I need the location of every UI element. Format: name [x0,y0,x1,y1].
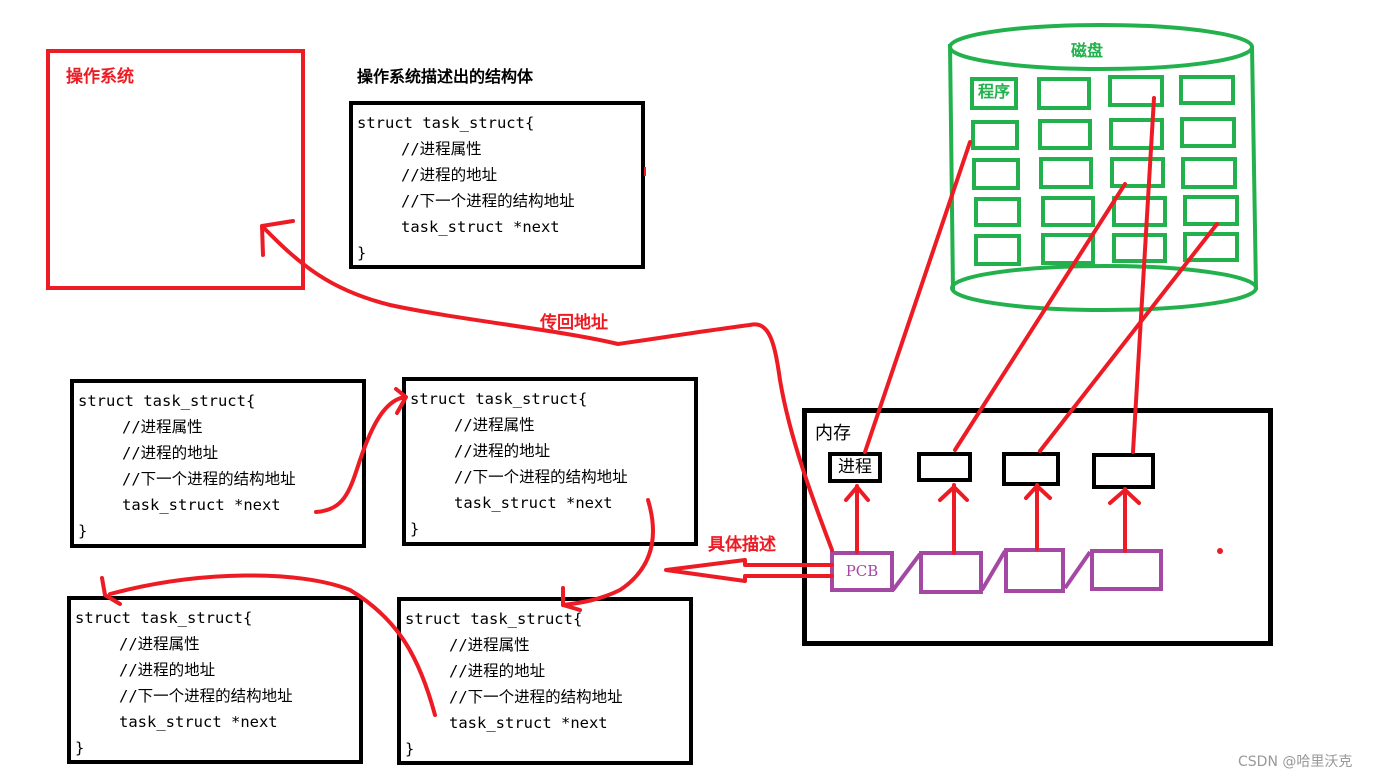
struct-line: struct task_struct{ [405,610,583,628]
struct-line: //进程属性 [122,418,203,436]
struct-line: struct task_struct{ [410,390,588,408]
pcb-link-2-3 [980,549,1007,592]
struct-line: //进程的地址 [401,166,498,184]
link-disk-to-process-2 [953,182,1127,452]
disk-cell [1183,195,1239,226]
pcb-link-3-4 [1063,550,1092,590]
struct-line: struct task_struct{ [78,392,256,410]
process-box-4 [1092,453,1155,489]
disk-cell [1109,118,1164,150]
return-address-arrow [260,224,834,552]
struct-line: //进程属性 [449,636,530,654]
struct-box-node-1: struct task_struct{ //进程属性 //进程的地址 //下一个… [70,379,366,548]
struct-line: } [410,520,420,538]
pcb-link-1-2 [891,552,922,592]
struct-line: //进程属性 [401,140,482,158]
struct-box-node-4: struct task_struct{ //进程属性 //进程的地址 //下一个… [67,596,363,764]
disk-cell [974,234,1021,266]
struct-box-node-3: struct task_struct{ //进程属性 //进程的地址 //下一个… [397,597,693,765]
disk-cell [971,120,1019,150]
pcb-box-1: PCB [830,551,894,592]
struct-line: //进程的地址 [449,662,546,680]
disk-cell-program: 程序 [970,77,1018,110]
process-box-3 [1002,452,1060,486]
disk-cell [1110,157,1165,188]
struct-line: task_struct *next [401,218,560,236]
describe-arrow [664,558,834,583]
disk-cell [1041,233,1095,265]
memory-label: 内存 [815,423,851,444]
disk-label: 磁盘 [1071,41,1104,60]
disk-right-wall [1250,45,1258,291]
struct-line: task_struct *next [119,713,278,731]
next-arrowhead-3-to-4 [100,576,122,606]
struct-line: struct task_struct{ [75,609,253,627]
struct-line: task_struct *next [454,494,613,512]
disk-cell [1037,77,1091,110]
pcb-arrowhead-2 [938,485,969,502]
next-arrow-3-to-4 [108,573,437,717]
watermark: CSDN @哈里沃克 [1238,754,1353,770]
struct-line: task_struct *next [122,496,281,514]
return-address-label: 传回地址 [540,313,608,333]
pcb-arrowhead-4 [1108,488,1141,505]
struct-line: } [75,739,85,757]
disk-cell [1039,157,1093,189]
next-arrowhead-1-to-2 [394,387,408,415]
next-arrow-2-to-3 [561,498,655,607]
struct-line: task_struct *next [449,714,608,732]
struct-line: } [78,522,88,540]
pcb-box-2 [919,551,983,594]
struct-line: //进程的地址 [454,442,551,460]
struct-line: //进程属性 [454,416,535,434]
struct-line: //下一个进程的结构地址 [454,468,628,486]
struct-line: //下一个进程的结构地址 [119,687,293,705]
return-address-arrowhead [260,219,295,257]
disk-cell [1108,75,1164,107]
describe-label: 具体描述 [708,535,776,555]
struct-line: //下一个进程的结构地址 [449,688,623,706]
pcb-arrowhead-1 [844,485,870,502]
pcb-arrowhead-3 [1024,484,1052,500]
stray-dot [1217,548,1223,554]
operating-system-label: 操作系统 [66,67,134,87]
disk-bottom-ellipse [950,264,1258,312]
struct-title: 操作系统描述出的结构体 [357,67,534,86]
struct-line: } [405,740,415,758]
struct-line: //下一个进程的结构地址 [122,470,296,488]
struct-line: } [357,244,367,262]
disk-cell [1179,75,1235,105]
disk-cell [1181,157,1237,189]
disk-top-ellipse [948,23,1254,71]
program-label: 程序 [977,82,1010,101]
disk-cell [1041,196,1095,227]
struct-line: //进程的地址 [119,661,216,679]
next-arrow-1-to-2 [314,395,407,514]
memory-box [802,408,1273,646]
process-box-1: 进程 [828,452,882,483]
disk-cell [972,158,1020,190]
operating-system-box [46,49,305,290]
disk-cell [1180,117,1236,148]
disk-cell [1112,233,1167,263]
struct-box-node-2: struct task_struct{ //进程属性 //进程的地址 //下一个… [402,377,698,546]
link-disk-to-process-3 [1038,222,1219,453]
struct-line: //进程的地址 [122,444,219,462]
link-disk-to-process-4 [1131,96,1156,454]
struct-line: //下一个进程的结构地址 [401,192,575,210]
disk-left-wall [948,43,955,291]
link-program-to-process-1 [863,140,972,454]
struct-box-definition: struct task_struct{ //进程属性 //进程的地址 //下一个… [349,101,645,269]
process-box-2 [917,452,972,482]
pcb-label: PCB [845,562,879,580]
disk-cell [1038,119,1092,150]
process-label: 进程 [838,457,872,477]
struct-line: struct task_struct{ [357,114,535,132]
disk-cell [974,197,1021,227]
disk-cell [1112,196,1167,227]
next-arrowhead-2-to-3 [561,586,582,612]
struct-line: //进程属性 [119,635,200,653]
pcb-box-3 [1004,548,1065,593]
